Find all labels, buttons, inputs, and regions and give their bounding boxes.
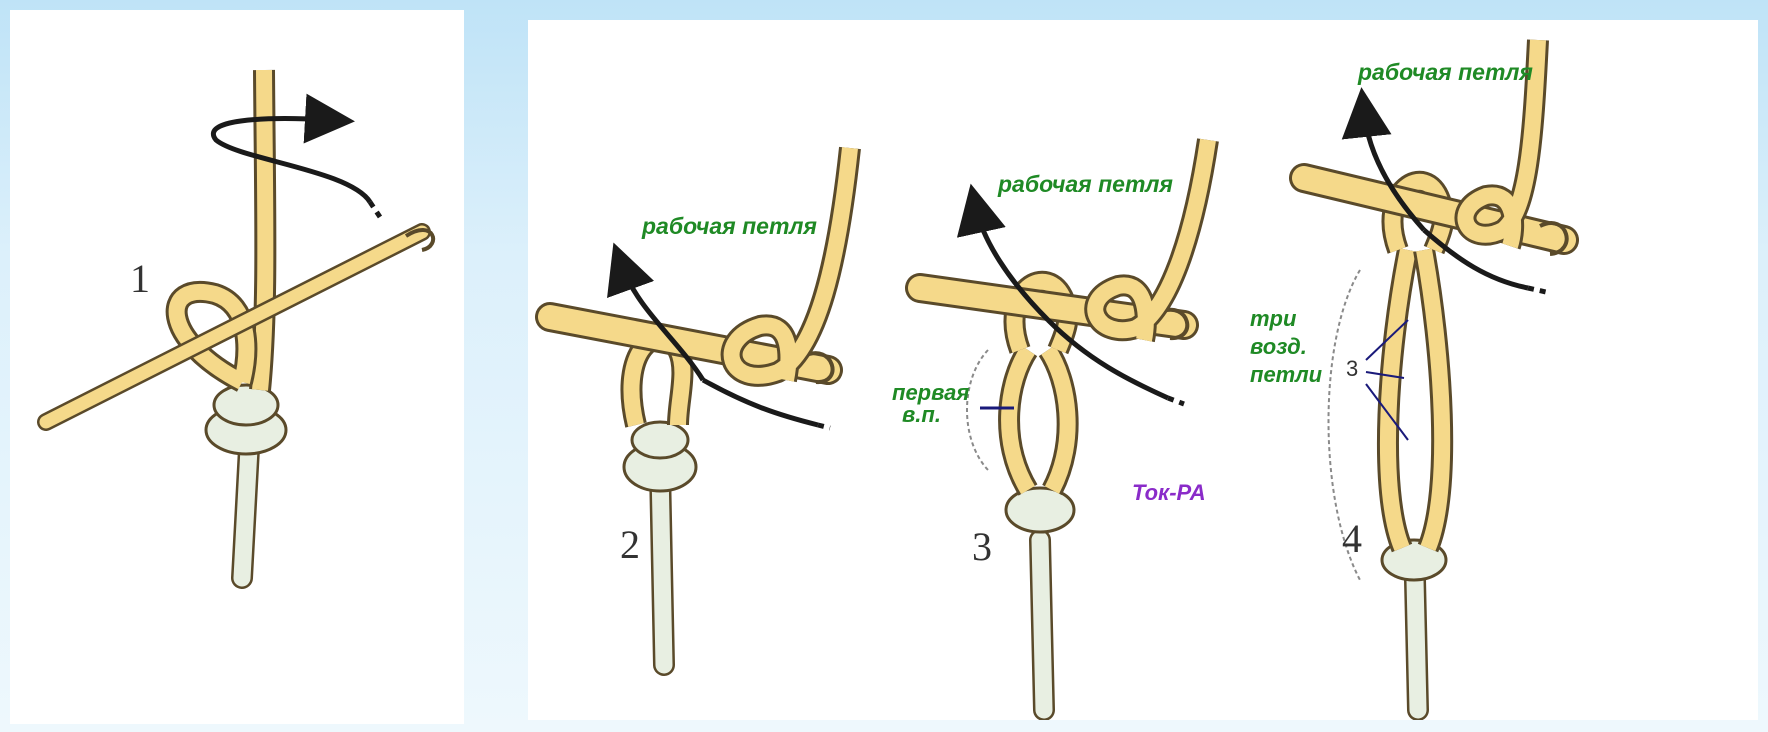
yarn-over-arrow <box>213 119 370 202</box>
step-2: рабочая петля 2 <box>550 148 850 665</box>
step-3-note-line2: в.п. <box>902 402 941 427</box>
step-4-label: рабочая петля <box>1357 59 1533 85</box>
steps-2-4-illustration: рабочая петля 2 <box>528 20 1758 720</box>
step-4-note-line3: петли <box>1250 362 1323 387</box>
step-2-number: 2 <box>620 522 640 567</box>
step-2-label: рабочая петля <box>641 213 817 239</box>
step-4: рабочая петля три возд. петли 3 4 <box>1250 40 1567 710</box>
step-number: 1 <box>130 256 150 301</box>
watermark: Ток-РА <box>1132 480 1206 505</box>
step-4-number: 4 <box>1342 516 1362 561</box>
step-3-label: рабочая петля <box>997 171 1173 197</box>
step-3: рабочая петля первая в.п. 3 Ток-РА <box>892 140 1208 710</box>
step-4-note-line1: три <box>1250 306 1297 331</box>
step-1-panel: 1 <box>10 10 464 724</box>
step-3-number: 3 <box>972 524 992 569</box>
step-1-illustration: 1 <box>10 10 464 724</box>
step-4-note-line2: возд. <box>1250 334 1307 359</box>
steps-2-4-panel: рабочая петля 2 <box>528 20 1758 720</box>
step-4-note-count: 3 <box>1346 356 1358 381</box>
